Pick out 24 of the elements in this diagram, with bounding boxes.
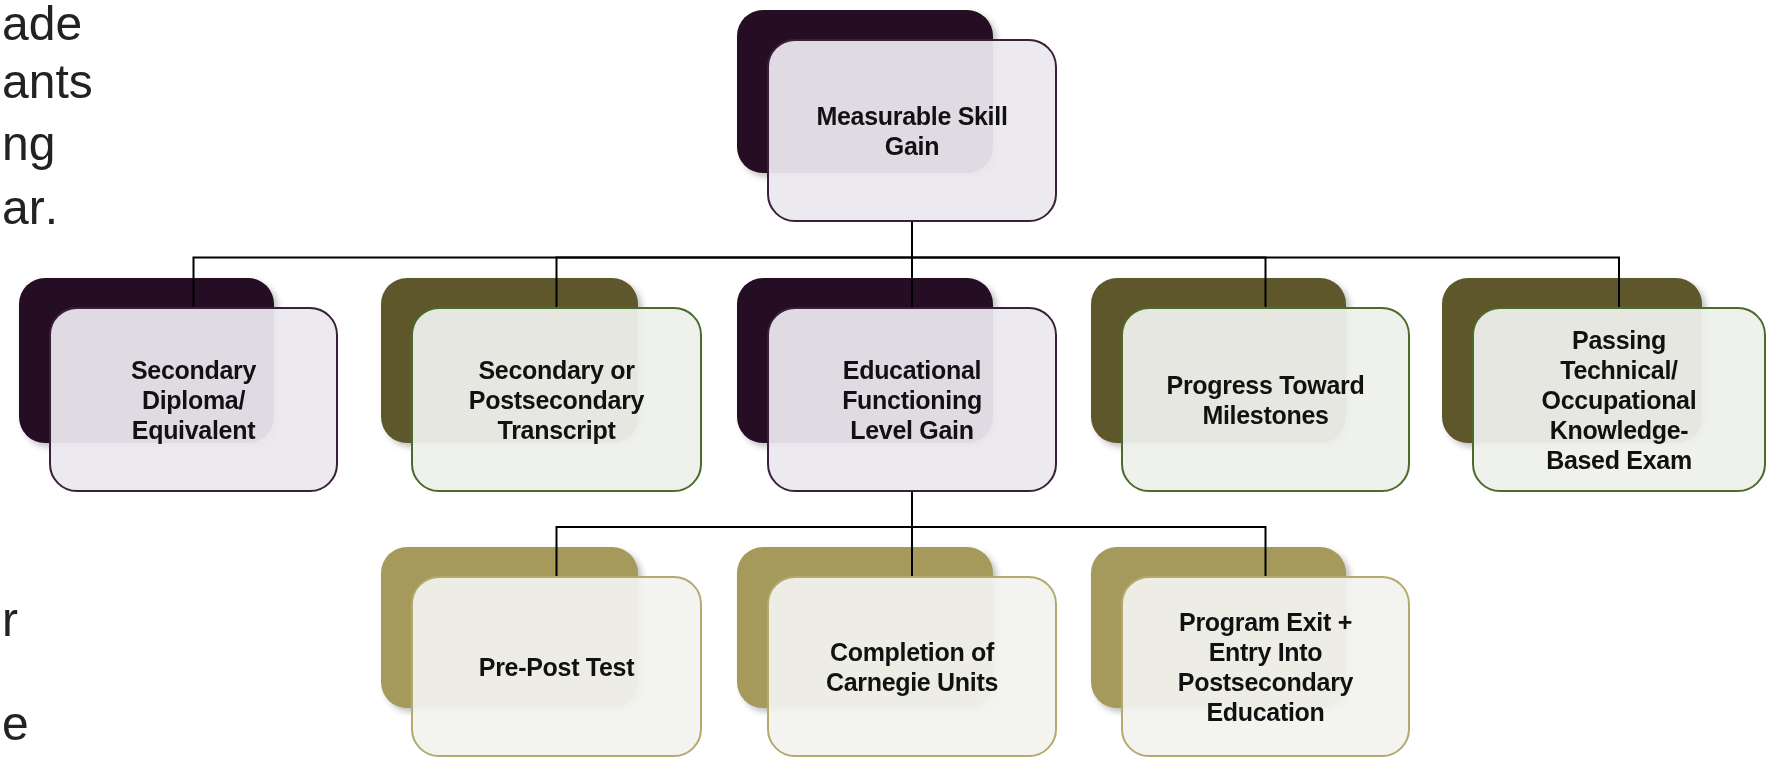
box-label: Educational Functioning Level Gain xyxy=(841,354,983,445)
text-fragment: ants xyxy=(2,58,93,106)
process-box xyxy=(767,39,1057,222)
text-fragment: ar. xyxy=(2,184,59,232)
process-box xyxy=(411,307,702,492)
process-box xyxy=(411,576,702,757)
process-box xyxy=(1121,576,1410,757)
process-box xyxy=(49,307,338,492)
text-fragment: ade xyxy=(2,0,83,48)
box-label: Completion of Carnegie Units xyxy=(824,636,1000,697)
box-label: Secondary Diploma/ Equivalent xyxy=(129,354,258,445)
box-label: Secondary or Postsecondary Transcript xyxy=(467,354,646,445)
process-box xyxy=(767,307,1057,492)
process-box xyxy=(767,576,1057,757)
box-label: Program Exit + Entry Into Postsecondary Education xyxy=(1176,606,1355,727)
text-fragment: r xyxy=(2,596,18,644)
text-fragment: e xyxy=(2,700,29,748)
box-label: Passing Technical/ Occupational Knowledge-Based Exam xyxy=(1540,324,1698,475)
process-box xyxy=(1472,307,1766,492)
process-box xyxy=(1121,307,1410,492)
text-fragment: ng xyxy=(2,120,56,168)
box-label: Progress Toward Milestones xyxy=(1165,369,1366,430)
box-label: Pre-Post Test xyxy=(478,651,635,682)
box-label: Measurable Skill Gain xyxy=(815,100,1009,161)
